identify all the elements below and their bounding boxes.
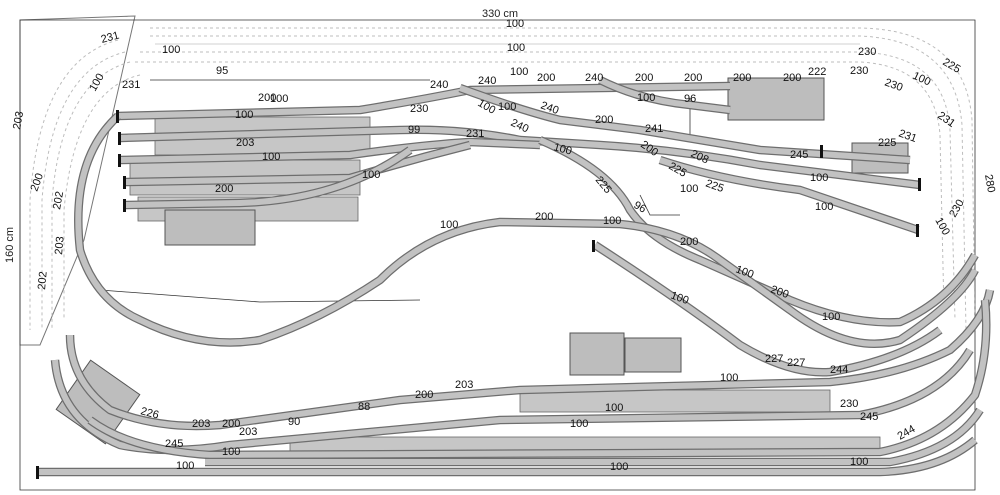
track-labels: 100 100 100 231 230 95 231 100 240 240 1…: [11, 18, 997, 472]
track-label: 225: [941, 56, 963, 76]
track-label: 230: [410, 103, 428, 115]
upper-yard-label: 100: [270, 93, 288, 105]
lower-level-tracks: [29, 27, 976, 331]
track-label: 99: [408, 124, 420, 136]
track-label: 100: [162, 44, 180, 56]
track-label: 88: [358, 401, 370, 413]
track-label: 200: [258, 92, 276, 104]
track-label: 231: [100, 30, 121, 46]
track-label: 200: [29, 172, 47, 193]
loop-tracks: [74, 112, 979, 377]
track-label: 225: [667, 160, 689, 180]
track-label: 200: [733, 72, 751, 84]
track-label: 240: [585, 72, 603, 84]
track-label: 280: [982, 173, 997, 193]
track-label: 231: [935, 110, 957, 130]
track-label: 200: [222, 418, 240, 430]
lower-station-tracks: [38, 289, 995, 477]
baseboard-frame: [19, 15, 976, 491]
track-label: 200: [595, 114, 613, 126]
track-label: 208: [689, 148, 711, 167]
track-label: 100: [235, 109, 253, 121]
upper-yard-tracks: [117, 76, 979, 327]
track-label: 200: [638, 139, 660, 159]
track-label: 230: [858, 46, 876, 58]
track-label: 202: [36, 271, 50, 290]
track-label: 203: [239, 426, 257, 438]
track-label: 245: [790, 149, 808, 161]
track-label: 100: [810, 172, 828, 184]
track-label: 245: [165, 438, 183, 450]
track-label: 100: [362, 169, 380, 181]
track-label: 100: [680, 183, 698, 195]
track-label: 240: [539, 100, 560, 118]
track-label: 100: [552, 141, 573, 157]
track-label: 231: [897, 128, 918, 146]
track-label: 226: [139, 405, 160, 421]
track-label: 200: [635, 72, 653, 84]
track-label: 200: [215, 183, 233, 195]
track-label: 100: [932, 216, 952, 238]
track-label: 100: [440, 219, 458, 231]
track-label: 100: [262, 151, 280, 163]
track-label: 230: [883, 77, 904, 95]
track-label: 203: [236, 137, 254, 149]
track-label: 100: [815, 201, 833, 213]
track-label: 222: [808, 66, 826, 78]
track-label: 100: [850, 456, 868, 468]
track-label: 203: [192, 418, 210, 430]
track-label: 225: [593, 174, 614, 196]
track-label: 200: [769, 284, 790, 302]
track-label: 244: [830, 364, 848, 376]
track-label: 90: [288, 416, 300, 428]
track-label: 200: [415, 389, 433, 401]
track-label: 240: [509, 117, 531, 136]
track-label: 100: [603, 215, 621, 227]
track-label: 95: [216, 65, 228, 77]
track-label: 200: [680, 236, 698, 248]
track-label: 231: [466, 128, 484, 140]
track-label: 227: [787, 357, 805, 369]
buffer-stops: [36, 110, 921, 479]
track-label: 225: [704, 178, 725, 196]
track-label: 240: [430, 79, 448, 91]
track-label: 230: [840, 398, 858, 410]
track-label: 225: [878, 137, 896, 149]
track-label: 231: [122, 79, 140, 91]
track-label: 100: [734, 264, 755, 282]
track-label: 100: [669, 290, 690, 308]
track-label: 96: [684, 93, 696, 105]
lower-station-label: 100: [720, 372, 738, 384]
track-label: 200: [783, 72, 801, 84]
track-label: 241: [645, 123, 663, 135]
track-label: 100: [506, 18, 524, 30]
track-label: 230: [850, 65, 868, 77]
track-label: 100: [222, 446, 240, 458]
track-label: 200: [535, 211, 553, 223]
track-label: 100: [507, 42, 525, 54]
track-label: 96: [632, 199, 649, 216]
track-label: 100: [176, 460, 194, 472]
track-label: 240: [478, 75, 496, 87]
track-label: 100: [510, 66, 528, 78]
lower-siding-label: 100: [605, 402, 623, 414]
track-label: 100: [570, 418, 588, 430]
track-label: 100: [911, 70, 933, 89]
track-label: 227: [765, 353, 783, 365]
track-label: 203: [53, 236, 67, 255]
track-label: 200: [537, 72, 555, 84]
track-label: 202: [51, 190, 66, 210]
track-label: 200: [684, 72, 702, 84]
height-dimension-label: 160 cm: [4, 227, 16, 263]
track-label: 100: [637, 92, 655, 104]
track-label: 100: [87, 72, 107, 94]
track-label: 100: [498, 101, 516, 113]
width-dimension-label: 330 cm: [482, 8, 518, 20]
track-label: 203: [455, 379, 473, 391]
lower-main-label: 100: [610, 461, 628, 473]
track-label: 100: [822, 311, 840, 323]
track-label: 203: [11, 110, 26, 130]
track-label: 245: [860, 411, 878, 423]
